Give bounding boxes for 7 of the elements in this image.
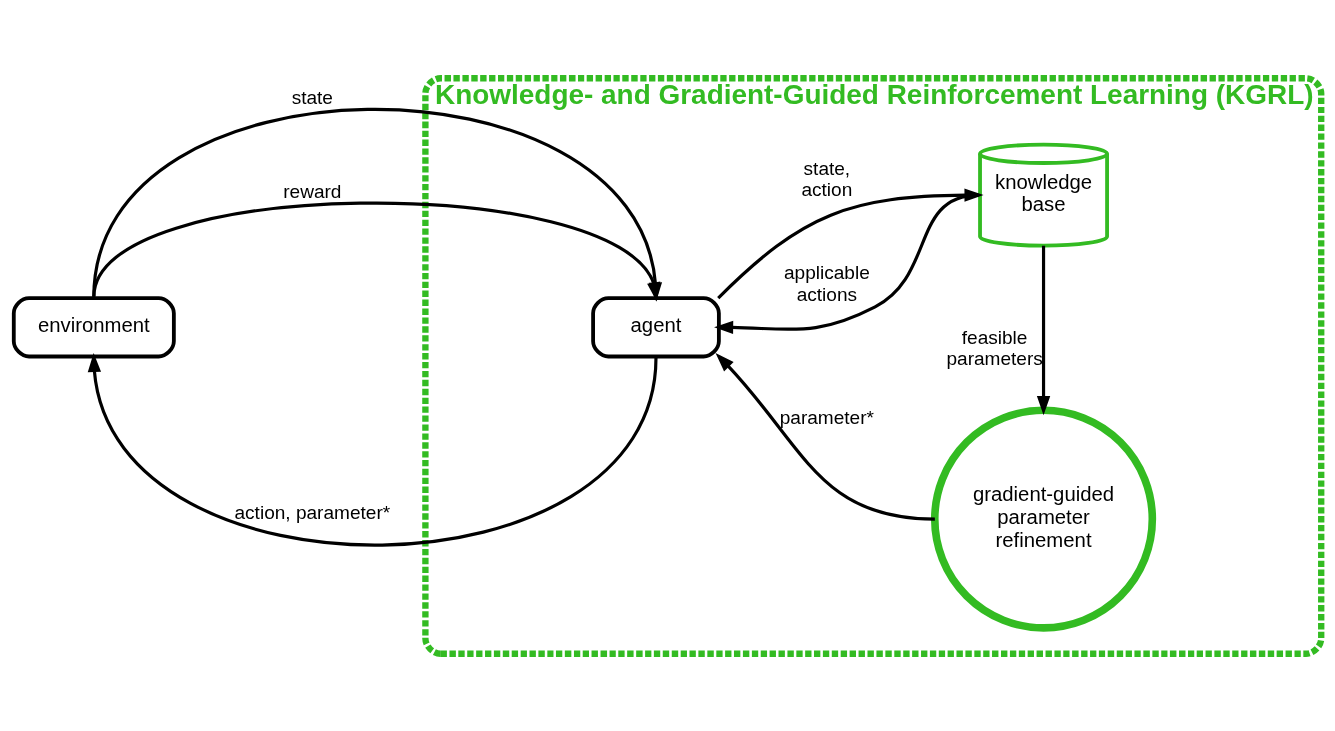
edge-label: parameter* bbox=[779, 406, 874, 428]
edge-label: state, action bbox=[801, 157, 853, 200]
edge-label: state bbox=[291, 86, 333, 108]
edge-label: action, parameter* bbox=[234, 501, 391, 523]
edge-label: reward bbox=[283, 180, 342, 202]
edge-label: feasible parameters bbox=[946, 326, 1043, 369]
edge-label: applicable actions bbox=[783, 261, 870, 305]
